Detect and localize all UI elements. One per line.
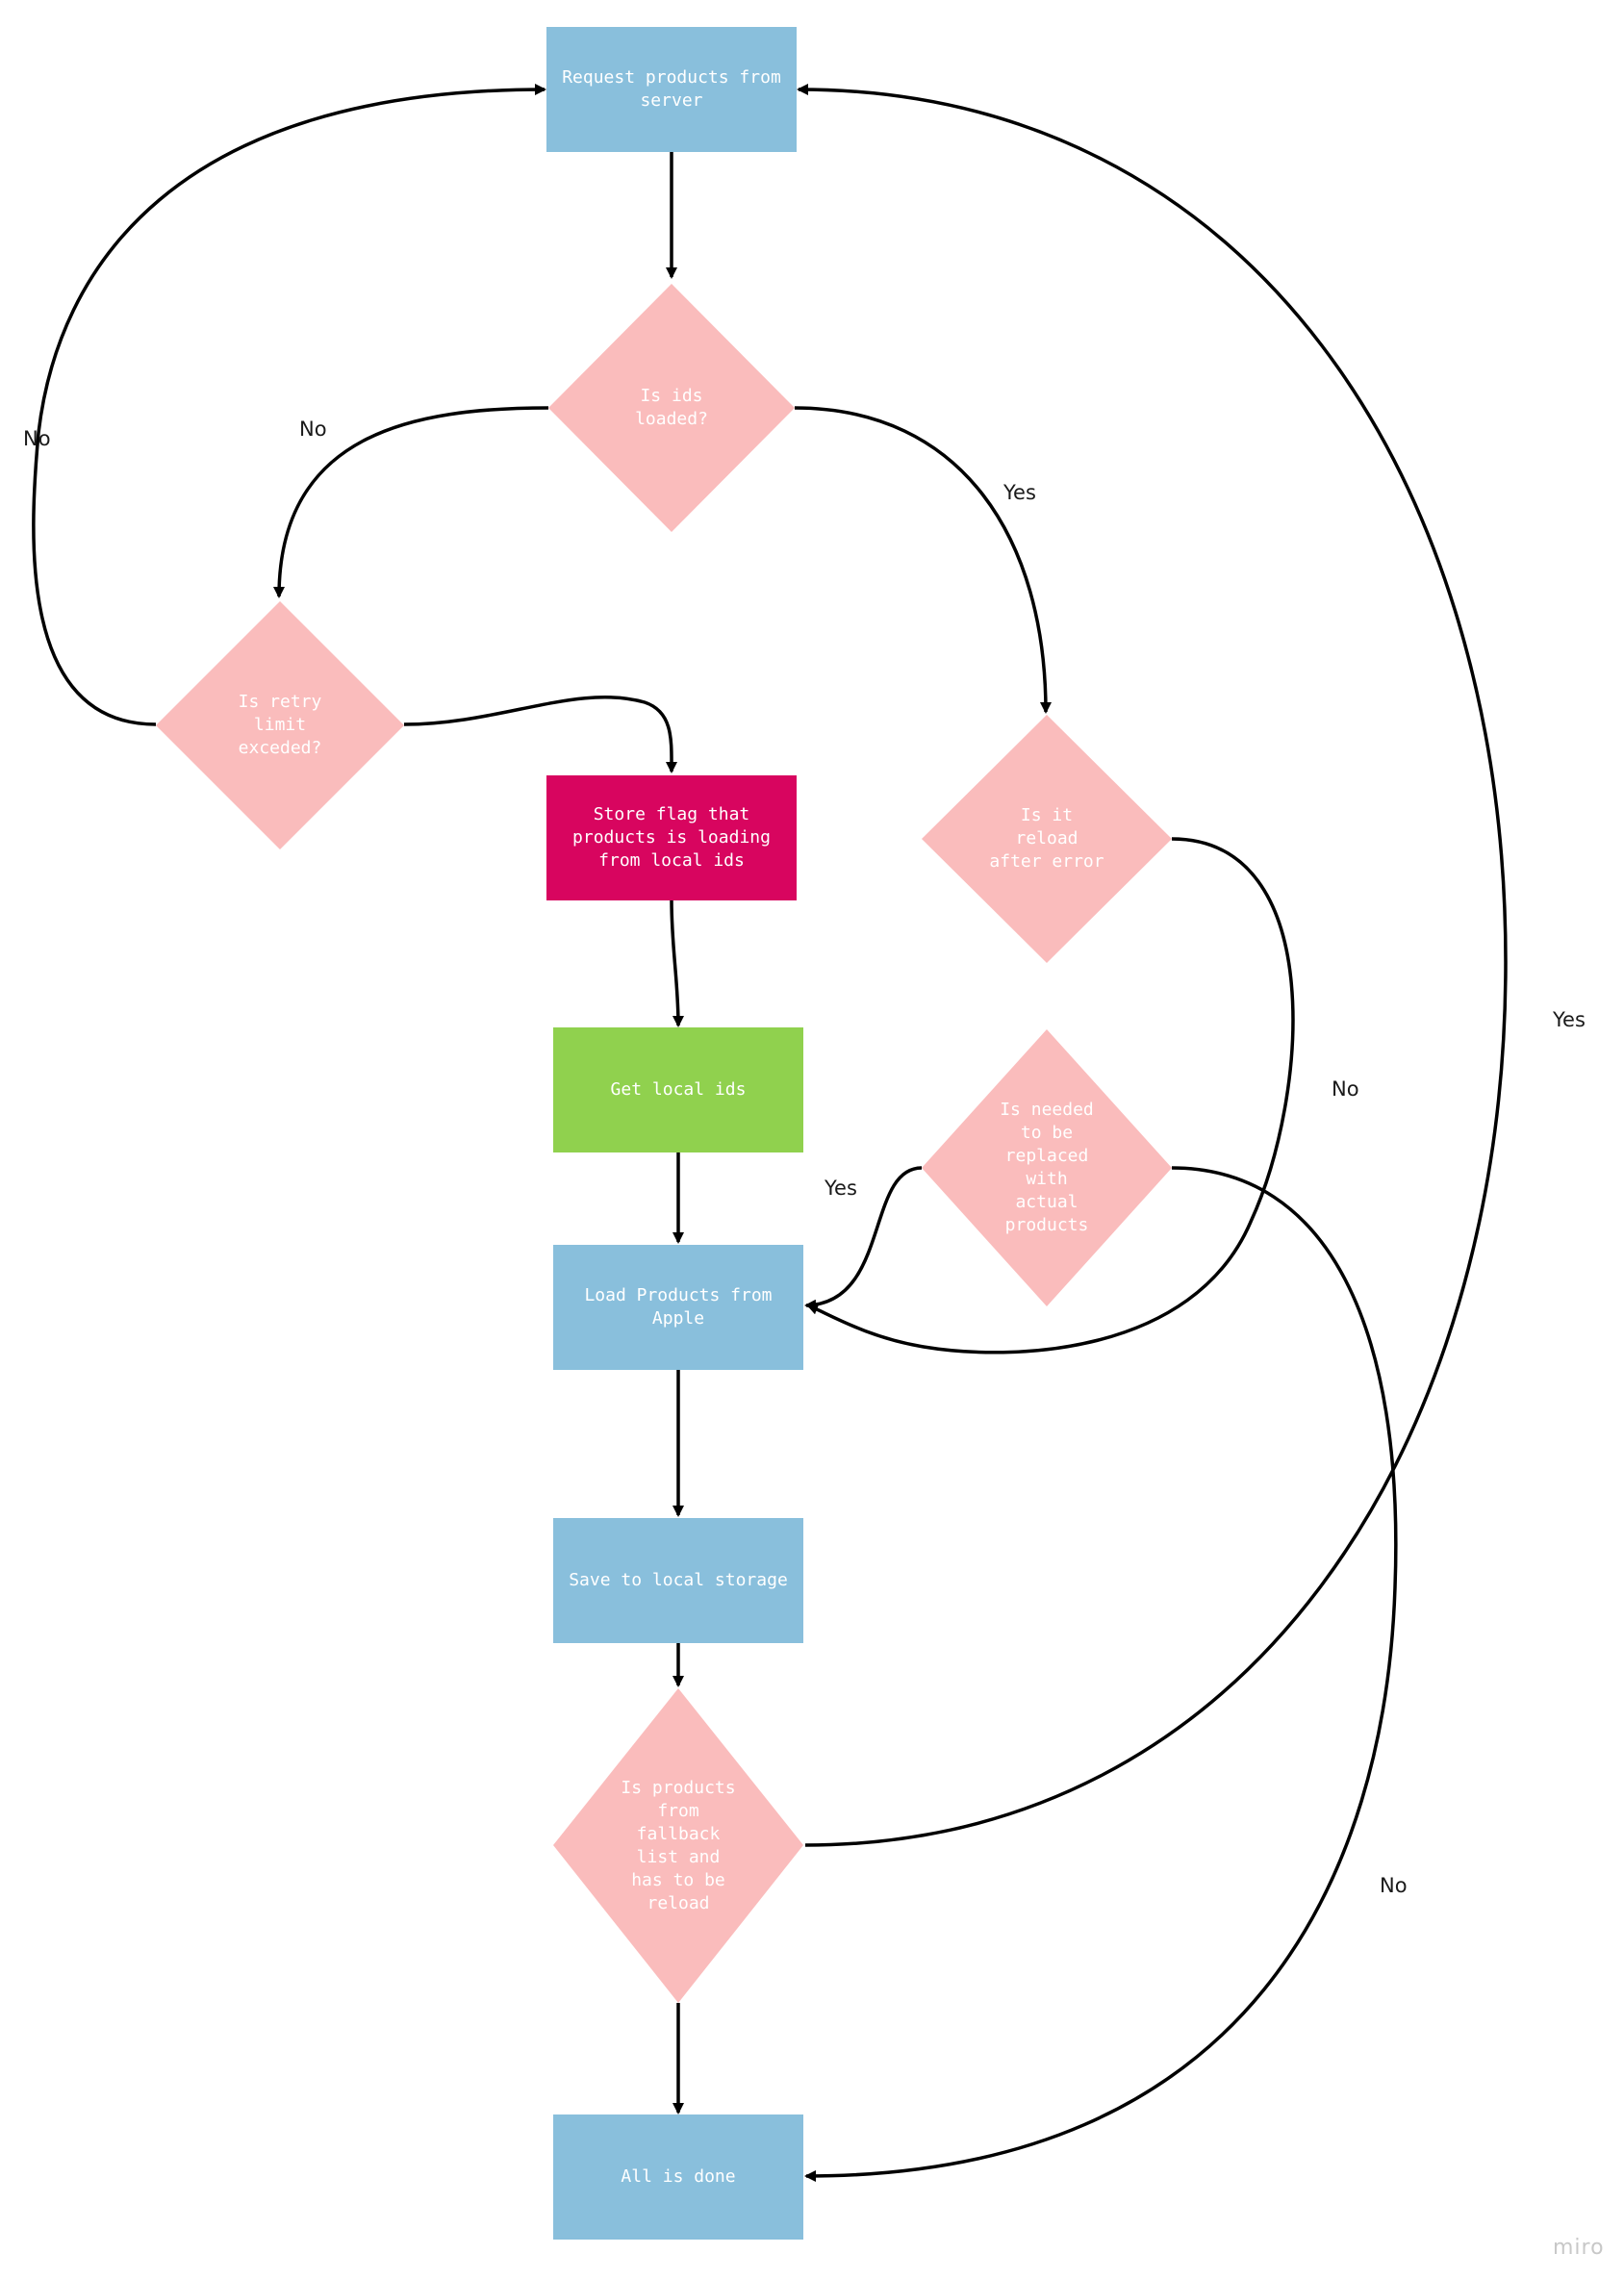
edge-retry-limit-no: [32, 84, 546, 726]
node-is-needed-replaced-label: Is needed to be replaced with actual pro…: [1000, 1100, 1094, 1235]
edge-reload-error-no: [806, 837, 1295, 1355]
diamond-shape: [553, 1688, 803, 2003]
node-get-local-ids[interactable]: Get local ids: [553, 1027, 803, 1152]
node-store-flag-label: Store flag that products is loading from…: [572, 804, 771, 871]
edge-fallback-yes: [797, 84, 1508, 1847]
node-is-ids-loaded[interactable]: Is ids loaded?: [548, 284, 795, 532]
edge-label-ids-no: No: [299, 418, 327, 441]
node-is-reload-after-error-label: Is it reload after error: [989, 805, 1104, 872]
node-save-local-storage[interactable]: Save to local storage: [553, 1518, 803, 1643]
diamond-shape: [548, 284, 795, 532]
edge-label-ids-yes: Yes: [1003, 481, 1036, 504]
diamond-shape: [922, 715, 1172, 963]
miro-watermark: miro: [1553, 2236, 1605, 2260]
node-get-local-ids-label: Get local ids: [610, 1079, 747, 1100]
edge-label-fallback-yes: Yes: [1553, 1008, 1586, 1031]
edge-replace-no: [804, 1166, 1398, 2182]
node-is-retry-limit-label: Is retry limit exceded?: [238, 692, 322, 758]
edge-label-retry-no: No: [23, 427, 51, 450]
node-load-products-apple[interactable]: Load Products from Apple: [553, 1245, 803, 1370]
edge-store-flag-to-get-ids: [670, 899, 684, 1027]
diamond-shape: [922, 1029, 1172, 1306]
edge-label-replace-no: No: [1380, 1874, 1408, 1897]
edge-label-reload-error-no: No: [1332, 1077, 1359, 1101]
edge-label-replace-yes: Yes: [825, 1177, 857, 1200]
node-request-products[interactable]: Request products from server: [546, 27, 797, 152]
node-is-ids-loaded-label: Is ids loaded?: [635, 386, 708, 429]
node-all-done[interactable]: All is done: [553, 2114, 803, 2240]
node-is-retry-limit[interactable]: Is retry limit exceded?: [156, 601, 404, 849]
edge-retry-to-store-flag: [403, 695, 678, 773]
node-load-products-apple-label: Load Products from Apple: [584, 1285, 773, 1329]
node-is-fallback-reload-label: Is products from fallback list and has t…: [621, 1777, 736, 1913]
node-is-fallback-reload[interactable]: Is products from fallback list and has t…: [553, 1688, 803, 2003]
node-request-products-label: Request products from server: [562, 67, 781, 111]
node-save-local-storage-label: Save to local storage: [569, 1570, 788, 1590]
node-is-needed-replaced[interactable]: Is needed to be replaced with actual pro…: [922, 1029, 1172, 1306]
edge-replace-yes: [804, 1166, 923, 1311]
node-store-flag[interactable]: Store flag that products is loading from…: [546, 775, 797, 900]
edge-ids-loaded-yes: [794, 406, 1052, 714]
node-all-done-label: All is done: [621, 2166, 736, 2187]
edge-ids-loaded-no: [273, 406, 549, 598]
diamond-shape: [156, 601, 404, 849]
node-is-reload-after-error[interactable]: Is it reload after error: [922, 715, 1172, 963]
